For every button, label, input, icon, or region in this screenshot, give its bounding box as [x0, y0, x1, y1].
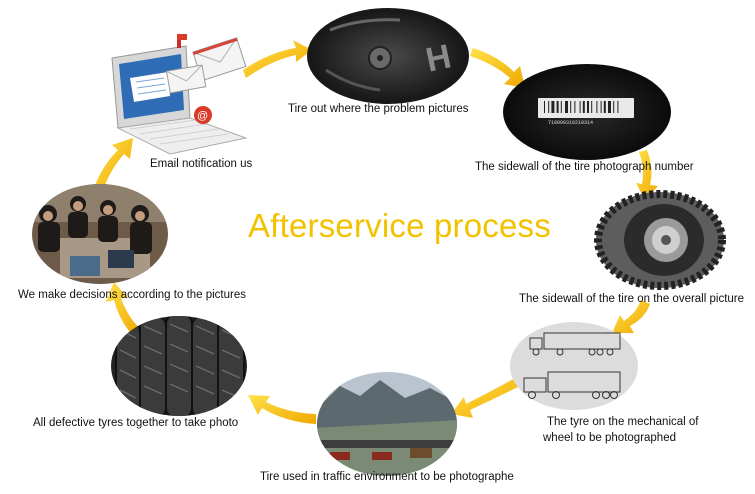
arrow-5 — [451, 374, 528, 418]
caption-step-7: We make decisions according to the pictu… — [18, 289, 246, 301]
caption-step-4-line-1: The tyre on the mechanical of — [547, 416, 699, 428]
tire-tread-photo-icon: H — [307, 8, 469, 104]
barcode-bar — [556, 101, 559, 113]
caption-step-4-line-2: wheel to be photographed — [543, 432, 676, 444]
barcode-bar — [574, 101, 576, 113]
barcode-number: 718000310210314 — [548, 120, 593, 126]
caption-step-6: All defective tyres together to take pho… — [33, 417, 239, 429]
traffic-environment-photo-icon — [317, 372, 457, 476]
caption-step-1: Tire out where the problem pictures — [288, 103, 469, 115]
barcode-bar — [608, 101, 611, 113]
arrow-6 — [248, 395, 316, 424]
arrow-3 — [636, 150, 658, 200]
svg-text:@: @ — [197, 110, 208, 122]
tire-sidewall-photo-icon — [594, 190, 726, 290]
barcode-bar — [579, 101, 581, 113]
stacked-tyres-photo-icon — [111, 316, 247, 416]
barcode-bar — [582, 101, 585, 113]
truck-sketch-icon — [510, 322, 638, 410]
barcode-bar — [544, 101, 545, 113]
tire-barcode-label-icon: 718000310210314 — [503, 64, 671, 160]
arrow-8 — [94, 138, 133, 190]
barcode-bar — [551, 101, 555, 113]
caption-step-8: Email notification us — [150, 158, 253, 170]
flow-arrows — [94, 40, 658, 424]
caption-step-5: Tire used in traffic environment to be p… — [260, 471, 514, 483]
arrow-1 — [243, 40, 312, 78]
caption-step-2: The sidewall of the tire photograph numb… — [475, 161, 694, 173]
barcode-bar — [560, 101, 562, 113]
arrow-7 — [106, 282, 141, 336]
barcode-bar — [587, 101, 589, 113]
arrow-4 — [612, 300, 650, 333]
barcode-bar — [565, 101, 568, 113]
arrow-2 — [470, 48, 525, 88]
laptop-email-icon: @ — [111, 34, 248, 155]
caption-step-3: The sidewall of the tire on the overall … — [519, 293, 745, 305]
barcode-bar — [613, 101, 615, 113]
barcode-bar — [617, 101, 619, 113]
barcode-bar — [548, 101, 550, 113]
barcode-bar — [591, 101, 593, 113]
barcode-bar — [603, 101, 606, 113]
barcode-bar — [596, 101, 598, 113]
barcode-bar — [570, 101, 572, 113]
team-meeting-photo-icon — [32, 184, 168, 284]
barcode-bar — [600, 101, 602, 113]
diagram-title: Afterservice process — [248, 207, 551, 244]
